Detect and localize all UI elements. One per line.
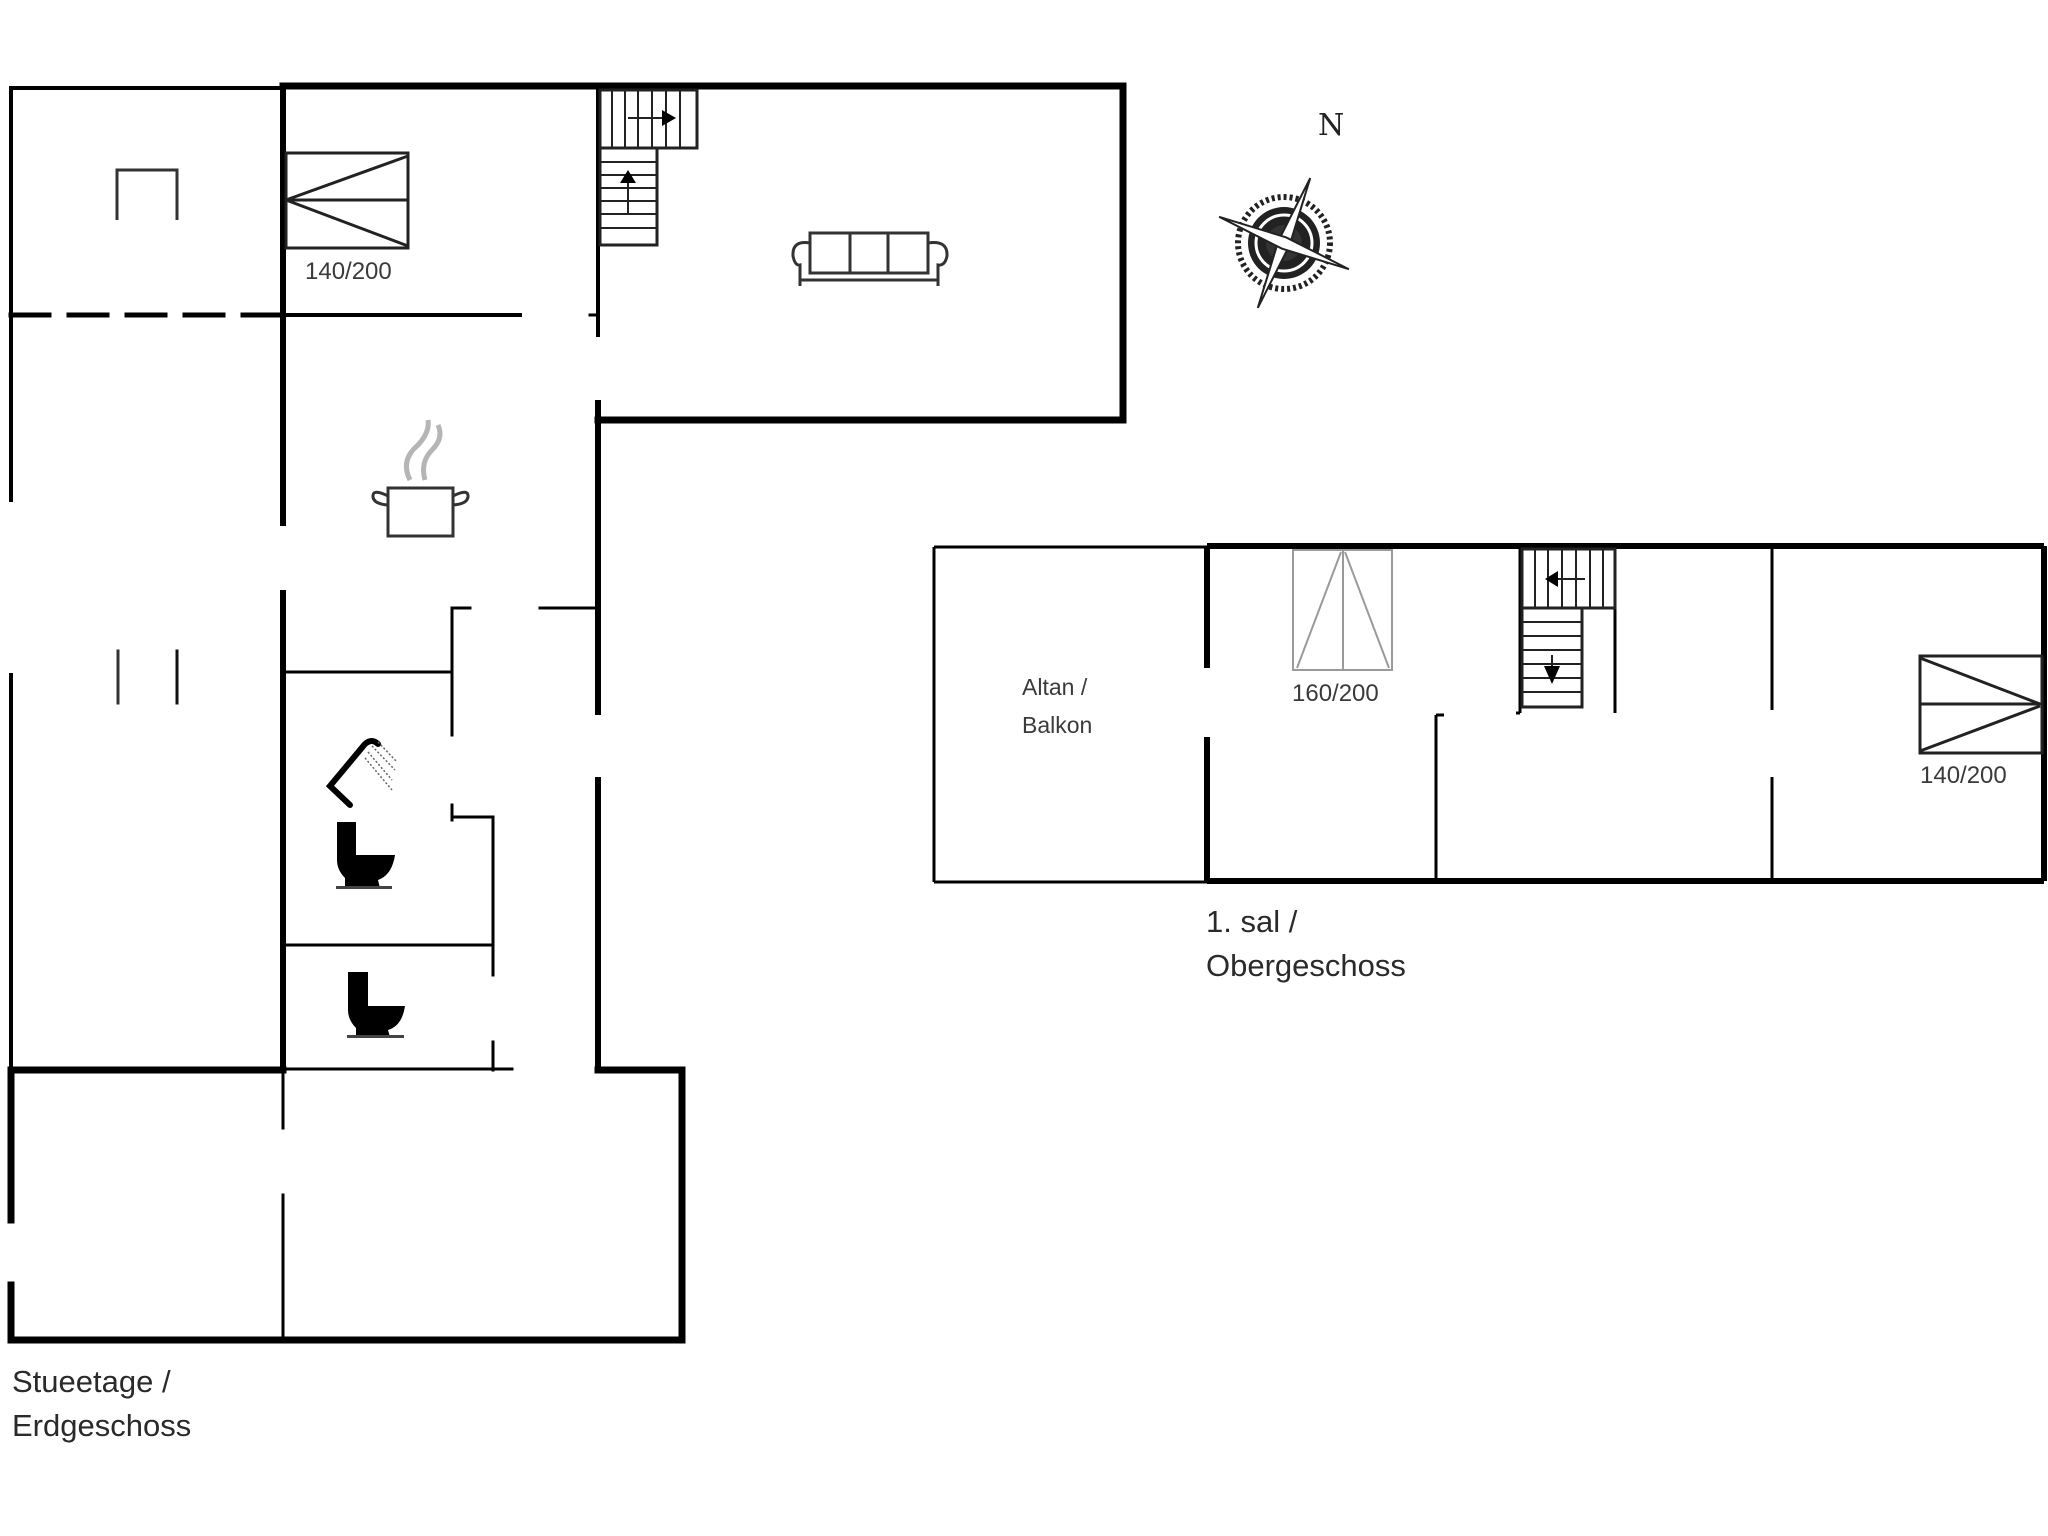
sofa-icon <box>791 231 949 286</box>
upper-floor-outer-walls <box>932 543 2047 884</box>
bed-size-label: 160/200 <box>1292 680 1379 707</box>
upper-floor-title-line2: Obergeschoss <box>1206 948 1406 983</box>
toilet-icon <box>347 972 405 1038</box>
toilet-icon <box>336 822 395 889</box>
fixture-icon <box>115 168 179 220</box>
ground-floor-title-line2: Erdgeschoss <box>12 1408 192 1443</box>
ground-floor-interior-walls <box>8 85 601 1342</box>
bed-icon <box>284 151 410 250</box>
ground-floor-title: Stueetage / Erdgeschoss <box>12 1360 191 1448</box>
north-label: N <box>1318 108 1345 143</box>
compass-rose-icon <box>1218 177 1350 309</box>
cooking-pot-icon <box>371 419 470 538</box>
ground-floor-title-line1: Stueetage / <box>12 1364 171 1399</box>
staircase-down-icon <box>1520 547 1617 709</box>
ground-floor-outer-walls <box>7 82 1127 1344</box>
bed-icon <box>1292 549 1393 671</box>
balcony-label: Altan / Balkon <box>1022 668 1092 744</box>
upper-floor-interior-walls <box>1204 546 1774 881</box>
upper-floor-title-line1: 1. sal / <box>1206 904 1298 939</box>
upper-floor-title: 1. sal / Obergeschoss <box>1206 900 1406 988</box>
shower-icon <box>325 738 398 808</box>
bed-size-label: 140/200 <box>305 258 392 285</box>
bed-icon <box>1918 654 2044 755</box>
ground-floor-plan <box>7 82 1127 1344</box>
balcony-label-line2: Balkon <box>1022 712 1093 738</box>
balcony-label-line1: Altan / <box>1022 674 1088 700</box>
upper-floor-plan <box>932 543 2047 884</box>
staircase-up-icon <box>598 88 699 247</box>
bed-size-label: 140/200 <box>1920 762 2007 789</box>
